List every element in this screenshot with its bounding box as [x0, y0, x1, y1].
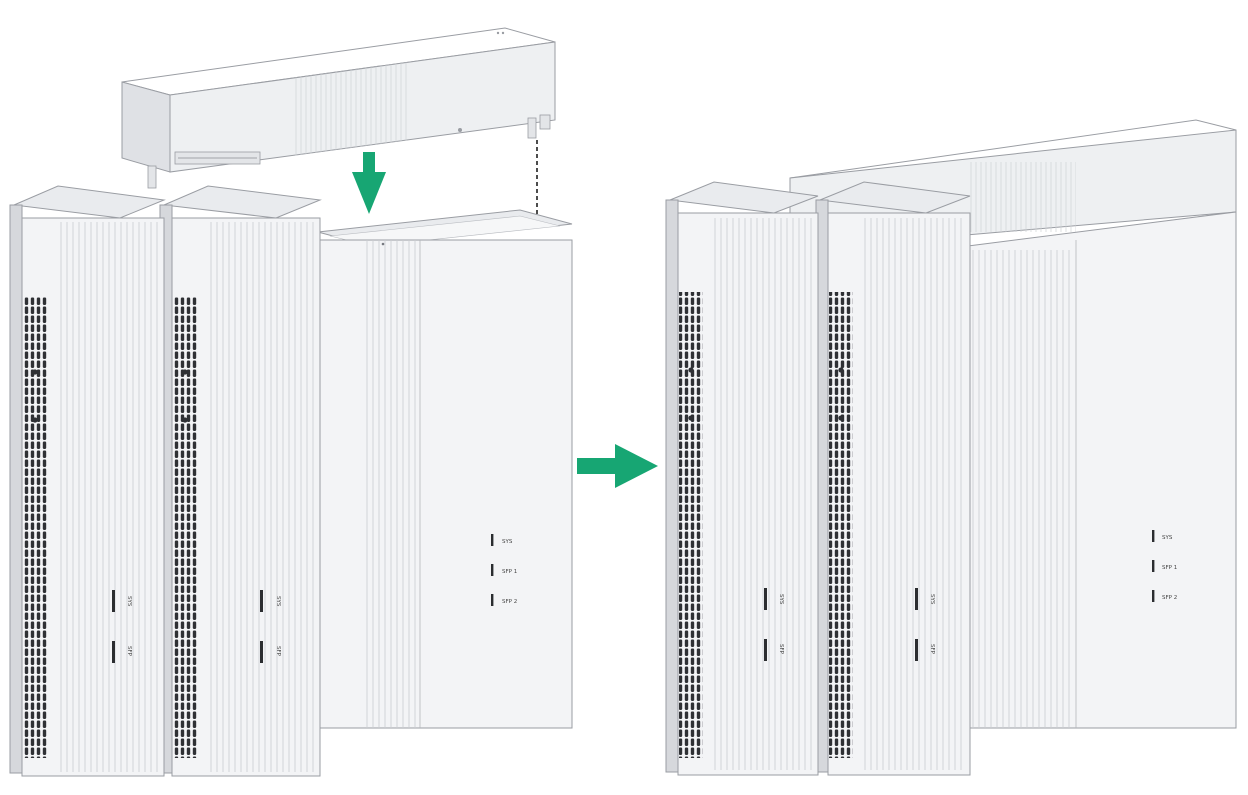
installed-expansion-module-1: SYS SFP [665, 181, 819, 776]
expansion-module-2: SYS SFP [159, 185, 322, 777]
installed-led-label-sfp1: SFP 1 [1162, 565, 1177, 571]
module2-label-sys: SYS [275, 596, 281, 607]
led-label-sfp2: SFP 2 [502, 599, 517, 605]
before-assembly: SYS SFP 1 SFP 2 SYS SFP [9, 27, 573, 777]
installed-led-label-sys: SYS [1162, 535, 1173, 541]
expansion-module-1: SYS SFP [9, 185, 166, 777]
base-unit: SYS SFP 1 SFP 2 [317, 209, 573, 729]
arrow-down-icon [352, 152, 386, 214]
module1-label-sys: SYS [126, 596, 132, 607]
base-unit-status-leds: SYS SFP 1 SFP 2 [491, 534, 517, 606]
installed-module2-label-sys: SYS [929, 594, 935, 605]
installed-expansion-module-2: SYS SFP [815, 181, 971, 776]
after-assembly: SYS SFP 1 SFP 2 SYS SFP [665, 119, 1237, 776]
module1-label-sfp: SFP [126, 646, 132, 657]
installed-led-label-sfp2: SFP 2 [1162, 595, 1177, 601]
arrow-right-icon [577, 444, 658, 488]
installed-base-unit-status-leds: SYS SFP 1 SFP 2 [1152, 530, 1177, 602]
installed-module1-label-sfp: SFP [778, 644, 784, 655]
module2-label-sfp: SFP [275, 646, 281, 657]
top-cover [121, 27, 556, 189]
installed-module1-label-sys: SYS [778, 594, 784, 605]
led-label-sfp1: SFP 1 [502, 569, 517, 575]
installed-module2-label-sfp: SFP [929, 644, 935, 655]
led-label-sys: SYS [502, 539, 513, 545]
installed-base-unit: SYS SFP 1 SFP 2 [967, 211, 1237, 729]
